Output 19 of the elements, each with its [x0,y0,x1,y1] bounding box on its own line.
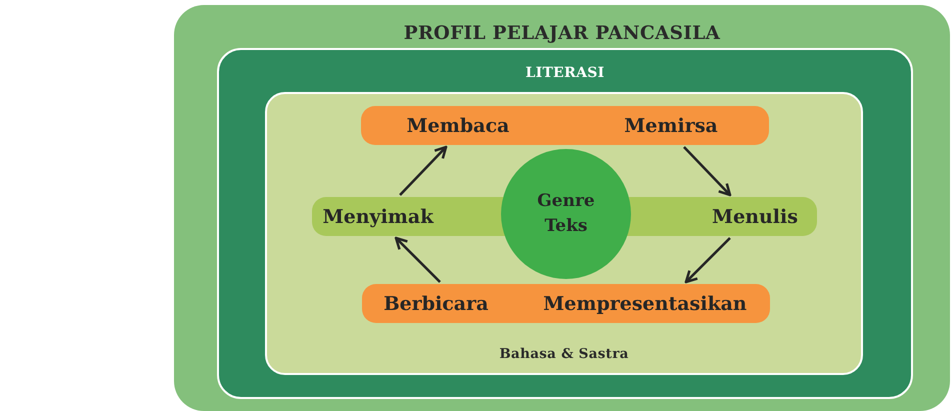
skill-label: Berbicara [374,284,498,323]
skill-label: Menyimak [312,197,444,236]
skill-bar [362,284,770,323]
panel-title: Bahasa & Sastra [499,346,629,362]
arrow [399,146,448,196]
literacy-panel [217,48,913,399]
panel-title: LITERASI [525,65,605,82]
outer-panel [174,5,950,411]
subject-panel [265,92,863,375]
arrow [683,146,732,196]
skill-label: Mempresentasikan [532,284,758,323]
arrow [394,236,441,283]
topic-circle: Genre Teks [501,149,631,279]
skill-label: Membaca [396,106,520,145]
skill-label: Memirsa [614,106,728,145]
skill-label: Menulis [700,197,810,236]
panel-title: PROFIL PELAJAR PANCASILA [404,23,720,46]
arrow [684,237,731,284]
skill-bar [361,106,769,145]
